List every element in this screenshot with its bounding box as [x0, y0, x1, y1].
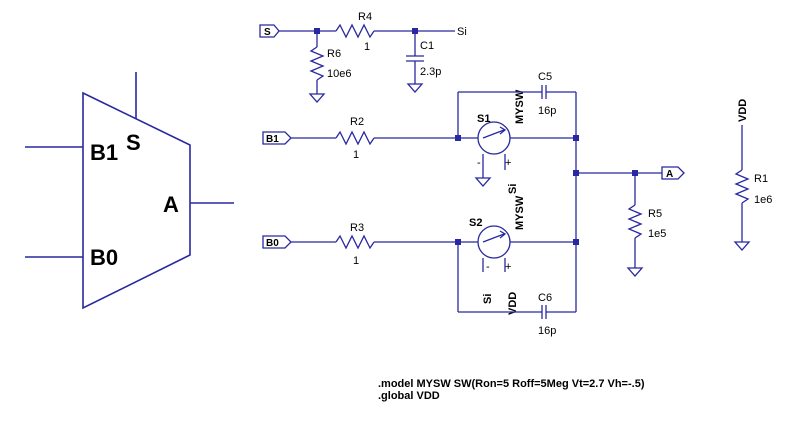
b0-network: B0 R3 1 S2 MYSW - + Si VDD C6 16p: [262, 195, 579, 337]
switch-s2[interactable]: [477, 225, 511, 259]
switch-s1-blade: [482, 129, 505, 139]
spice-directives[interactable]: .model MYSW SW(Ron=5 Roff=5Meg Vt=2.7 Vh…: [378, 378, 644, 402]
vdd-network: VDD R1 1e6: [733, 99, 772, 251]
resistor-r4[interactable]: [335, 23, 375, 39]
c5-name: C5: [538, 71, 552, 83]
mux-body: [82, 91, 191, 310]
resistor-r3[interactable]: [335, 234, 375, 250]
s1-plus: +: [505, 157, 511, 169]
port-flag-a-label: A: [666, 169, 673, 180]
select-network: S R4 1 Si R6 10e6 C1 2.3p: [259, 11, 467, 103]
r4-name: R4: [358, 11, 372, 23]
mux-label-b1: B1: [90, 140, 118, 165]
resistor-r2[interactable]: [335, 130, 375, 146]
switch-s2-arrow: [499, 230, 507, 239]
b1-network: B1 R2 1 S1 MYSW - + Si C5 16p: [262, 71, 579, 194]
s2-plus: +: [505, 261, 511, 273]
r5-value: 1e5: [648, 228, 666, 240]
s1-minus: -: [477, 157, 481, 169]
s2-model: MYSW: [514, 195, 526, 230]
s1-model: MYSW: [514, 89, 526, 124]
r6-name: R6: [327, 48, 341, 60]
port-flag-s[interactable]: [259, 24, 280, 38]
net-label-vdd: VDD: [737, 99, 749, 122]
ground-symbol: [406, 83, 424, 93]
s2-name: S2: [469, 217, 482, 229]
r5-name: R5: [648, 208, 662, 220]
s1-name: S1: [477, 113, 490, 125]
r1-name: R1: [754, 173, 768, 185]
port-flag-b0[interactable]: [262, 235, 292, 249]
c6-name: C6: [538, 292, 552, 304]
c6-value: 16p: [538, 325, 556, 337]
r2-name: R2: [350, 116, 364, 128]
r3-name: R3: [350, 222, 364, 234]
s1-ctrl-label: Si: [507, 184, 519, 194]
port-flag-b0-label: B0: [266, 238, 279, 249]
mux-label-s: S: [126, 130, 141, 155]
ground-symbol: [474, 177, 492, 187]
ground-symbol: [626, 267, 644, 277]
net-label-si: Si: [457, 26, 467, 38]
c1-value: 2.3p: [420, 66, 441, 78]
output-network: A R5 1e5: [573, 138, 685, 277]
r6-value: 10e6: [327, 68, 351, 80]
global-directive: .global VDD: [378, 390, 440, 402]
port-flag-b1-label: B1: [266, 134, 279, 145]
port-flag-b1[interactable]: [262, 131, 292, 145]
resistor-r1[interactable]: [734, 169, 750, 204]
ground-symbol: [733, 241, 751, 251]
r4-value: 1: [364, 41, 370, 53]
switch-s1[interactable]: [477, 121, 511, 155]
s2-ctrl-label: Si: [482, 294, 494, 304]
switch-s2-blade: [482, 233, 505, 243]
resistor-r5[interactable]: [627, 204, 643, 239]
resistor-r6[interactable]: [309, 46, 325, 81]
switch-s1-arrow: [499, 126, 507, 135]
s2-minus: -: [486, 261, 490, 273]
s2-vdd-label: VDD: [507, 292, 519, 315]
r2-value: 1: [353, 149, 359, 161]
c5-value: 16p: [538, 105, 556, 117]
r1-value: 1e6: [754, 194, 772, 206]
c1-name: C1: [420, 40, 434, 52]
ground-symbol: [308, 93, 326, 103]
port-flag-a[interactable]: [661, 166, 685, 180]
mux-label-a: A: [163, 192, 179, 217]
port-flag-s-label: S: [264, 27, 271, 38]
model-directive: .model MYSW SW(Ron=5 Roff=5Meg Vt=2.7 Vh…: [378, 378, 645, 390]
mux-label-b0: B0: [90, 245, 118, 270]
mux-symbol: B1 B0 S A: [25, 72, 234, 310]
r3-value: 1: [353, 255, 359, 267]
